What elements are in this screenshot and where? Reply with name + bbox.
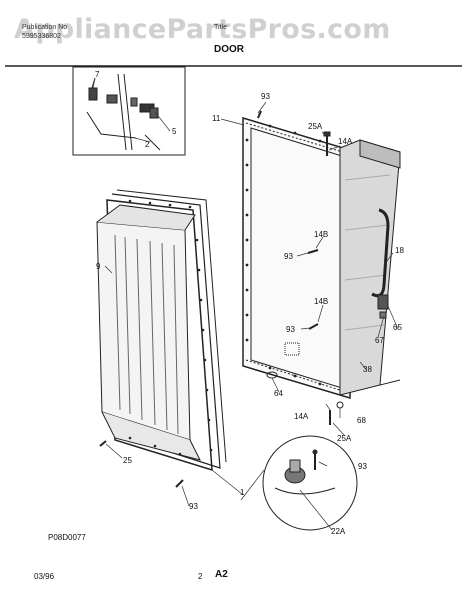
callout-93-upper: 93	[284, 252, 293, 261]
outer-door-panel	[339, 139, 401, 396]
callout-11: 11	[212, 114, 221, 123]
callout-25A-bottom: 25A	[337, 434, 352, 443]
front-door-assembly	[96, 189, 227, 472]
callout-5: 5	[172, 127, 177, 136]
callout-38: 38	[363, 365, 372, 374]
publication-number: 5995336802	[22, 33, 61, 40]
callout-68: 68	[357, 416, 366, 425]
callout-67: 67	[375, 336, 384, 345]
callout-93-lower: 93	[286, 325, 295, 334]
screw-93-mid	[307, 249, 319, 254]
page-number: 2	[198, 572, 203, 581]
hinge-bracket-65	[377, 294, 389, 310]
part-68	[336, 401, 344, 409]
callout-1: 1	[240, 488, 245, 497]
callout-22A: 22A	[331, 527, 346, 536]
callout-93-bottom: 93	[189, 502, 198, 511]
bracket-67	[379, 311, 387, 319]
inset-detail-box	[72, 66, 186, 156]
callout-64: 64	[274, 389, 283, 398]
callout-14A-top: 14A	[338, 137, 353, 146]
detail-circle	[262, 435, 358, 531]
callout-14B-upper: 14B	[314, 230, 329, 239]
publication-label: Publication No	[22, 24, 68, 31]
callout-14A-bottom: 14A	[294, 412, 309, 421]
callout-65: 65	[393, 323, 402, 332]
door-liner-panel	[242, 116, 351, 400]
callout-18: 18	[395, 246, 404, 255]
watermark-text: AppliancePartsPros.com	[14, 14, 391, 45]
screw-25-front	[99, 440, 107, 447]
inset-hinge-parts	[86, 73, 161, 151]
callout-93-top: 93	[261, 92, 270, 101]
callout-2: 2	[145, 140, 150, 149]
screw-93-front	[175, 479, 184, 488]
page-code: A2	[215, 569, 228, 580]
callout-93-detail: 93	[358, 462, 367, 471]
callout-9: 9	[96, 262, 101, 271]
callout-14B-lower: 14B	[314, 297, 329, 306]
drawing-code: P08D0077	[48, 533, 86, 542]
callout-7: 7	[95, 70, 100, 79]
screw-93-low	[308, 323, 319, 330]
callout-25: 25	[123, 456, 132, 465]
section-label: Title	[214, 24, 227, 31]
revision-date: 03/96	[34, 572, 55, 581]
page-title: DOOR	[214, 44, 244, 55]
screw-93-top	[257, 110, 262, 119]
callout-25A-top: 25A	[308, 122, 323, 131]
